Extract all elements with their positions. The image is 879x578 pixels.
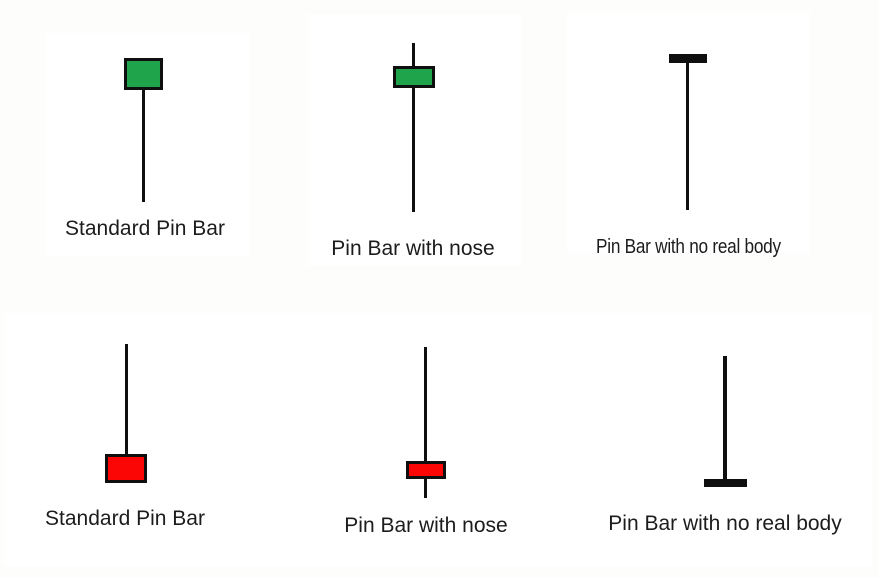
candle-label: Standard Pin Bar xyxy=(45,507,205,530)
candle-label: Pin Bar with no real body xyxy=(558,234,818,260)
candle-open-close-dash xyxy=(704,479,747,487)
candle-nose-wick xyxy=(424,477,427,498)
panel-top-middle xyxy=(308,14,522,266)
candle-body xyxy=(124,58,163,90)
candle-upper-wick xyxy=(424,347,427,464)
candle-body xyxy=(105,454,147,483)
candle-label: Pin Bar with no real body xyxy=(608,512,842,535)
candle-open-close-dash xyxy=(669,54,707,63)
candle-label: Standard Pin Bar xyxy=(65,217,225,240)
candle-upper-wick xyxy=(723,356,727,482)
candle-label: Pin Bar with nose xyxy=(331,237,495,260)
candle-nose-wick xyxy=(412,43,415,69)
candle-lower-wick xyxy=(142,88,145,202)
candle-label-text: Pin Bar with no real body xyxy=(595,236,781,258)
candle-lower-wick xyxy=(686,62,689,210)
candle-body xyxy=(393,66,435,88)
candle-label: Pin Bar with nose xyxy=(344,514,508,537)
candle-upper-wick xyxy=(125,344,128,456)
candle-lower-wick xyxy=(412,86,415,212)
panel-bottom-row xyxy=(4,313,872,566)
